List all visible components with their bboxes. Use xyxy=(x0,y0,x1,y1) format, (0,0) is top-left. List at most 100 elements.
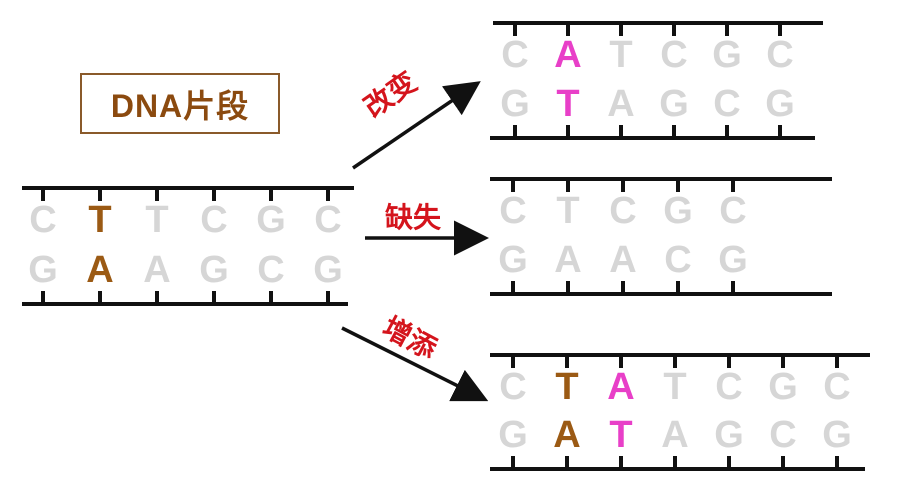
top-tick xyxy=(513,24,517,36)
top-tick xyxy=(781,356,785,368)
bottom-tick xyxy=(566,125,570,137)
top-strand-backbone xyxy=(493,21,823,25)
bottom-strand-backbone xyxy=(490,136,815,140)
bottom-base: G xyxy=(765,83,795,125)
bottom-tick xyxy=(725,125,729,137)
bottom-tick xyxy=(565,456,569,468)
top-tick xyxy=(565,356,569,368)
top-base: T xyxy=(556,190,580,232)
bottom-base: A xyxy=(554,239,582,281)
substitution-arrow-icon xyxy=(352,81,481,170)
bottom-tick xyxy=(511,281,515,293)
bottom-base: G xyxy=(659,83,689,125)
top-tick xyxy=(511,356,515,368)
top-tick xyxy=(326,189,330,201)
top-tick xyxy=(619,24,623,36)
top-base: G xyxy=(256,199,286,241)
top-tick xyxy=(41,189,45,201)
bottom-tick xyxy=(566,281,570,293)
bottom-base: A xyxy=(607,83,635,125)
bottom-tick xyxy=(98,291,102,303)
bottom-base: A xyxy=(143,249,171,291)
top-base: G xyxy=(663,190,693,232)
top-tick xyxy=(212,189,216,201)
bottom-base: G xyxy=(199,249,229,291)
bottom-tick xyxy=(513,125,517,137)
bottom-tick xyxy=(727,456,731,468)
bottom-base: C xyxy=(769,414,797,456)
top-base: C xyxy=(719,190,747,232)
bottom-tick xyxy=(212,291,216,303)
top-base: T xyxy=(555,366,579,408)
insertion-arrow-icon xyxy=(341,326,489,402)
bottom-base: A xyxy=(661,414,689,456)
bottom-tick xyxy=(778,125,782,137)
top-base: C xyxy=(499,366,527,408)
bottom-base: G xyxy=(313,249,343,291)
top-base: T xyxy=(609,34,633,76)
top-base: C xyxy=(609,190,637,232)
top-tick xyxy=(727,356,731,368)
bottom-base: T xyxy=(609,414,633,456)
top-tick xyxy=(621,180,625,192)
top-tick xyxy=(98,189,102,201)
bottom-base: G xyxy=(498,414,528,456)
bottom-tick xyxy=(676,281,680,293)
bottom-base: G xyxy=(822,414,852,456)
bottom-tick xyxy=(621,281,625,293)
bottom-base: G xyxy=(28,249,58,291)
title-text: DNA片段 xyxy=(110,87,250,124)
top-tick xyxy=(269,189,273,201)
top-base: T xyxy=(663,366,687,408)
top-base: C xyxy=(200,199,228,241)
bottom-base: A xyxy=(86,249,114,291)
top-base: C xyxy=(715,366,743,408)
bottom-strand-backbone xyxy=(490,292,832,296)
top-tick xyxy=(676,180,680,192)
top-base: C xyxy=(823,366,851,408)
bottom-base: G xyxy=(500,83,530,125)
top-base: A xyxy=(607,366,635,408)
bottom-tick xyxy=(269,291,273,303)
top-base: C xyxy=(314,199,342,241)
bottom-tick xyxy=(41,291,45,303)
top-strand-backbone xyxy=(22,186,354,190)
bottom-base: G xyxy=(498,239,528,281)
bottom-tick xyxy=(155,291,159,303)
top-tick xyxy=(673,356,677,368)
top-base: T xyxy=(145,199,169,241)
bottom-tick xyxy=(326,291,330,303)
top-tick xyxy=(725,24,729,36)
deletion-label: 缺失 xyxy=(385,201,442,234)
bottom-tick xyxy=(673,456,677,468)
bottom-base: G xyxy=(718,239,748,281)
bottom-base: C xyxy=(664,239,692,281)
bottom-base: A xyxy=(553,414,581,456)
top-base: C xyxy=(29,199,57,241)
top-tick xyxy=(566,24,570,36)
top-tick xyxy=(566,180,570,192)
top-tick xyxy=(778,24,782,36)
bottom-base: C xyxy=(257,249,285,291)
bottom-base: C xyxy=(713,83,741,125)
top-base: A xyxy=(554,34,582,76)
top-base: G xyxy=(768,366,798,408)
bottom-tick xyxy=(731,281,735,293)
top-tick xyxy=(155,189,159,201)
bottom-tick xyxy=(835,456,839,468)
top-base: C xyxy=(766,34,794,76)
bottom-base: T xyxy=(556,83,580,125)
bottom-strand-backbone xyxy=(490,467,865,471)
bottom-tick xyxy=(619,456,623,468)
bottom-tick xyxy=(619,125,623,137)
top-base: C xyxy=(501,34,529,76)
top-base: G xyxy=(712,34,742,76)
top-tick xyxy=(731,180,735,192)
bottom-base: G xyxy=(714,414,744,456)
bottom-tick xyxy=(781,456,785,468)
top-base: C xyxy=(499,190,527,232)
top-tick xyxy=(672,24,676,36)
top-tick xyxy=(619,356,623,368)
top-tick xyxy=(835,356,839,368)
